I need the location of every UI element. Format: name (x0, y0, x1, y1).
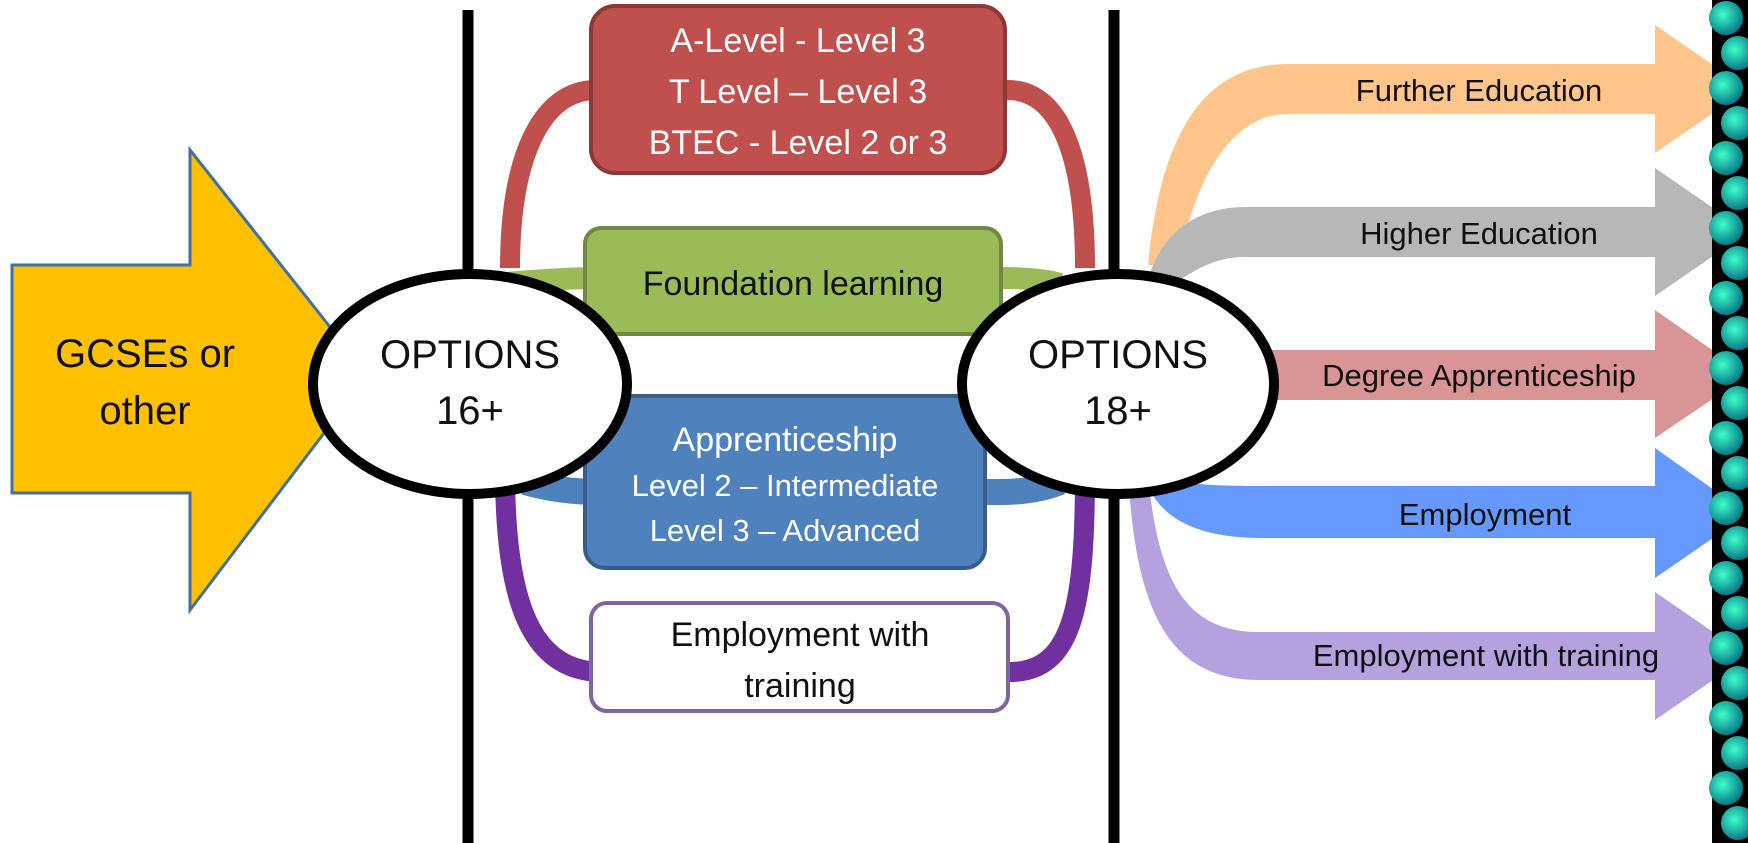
route-further-education (1148, 25, 1748, 265)
decorative-dot (1721, 106, 1748, 140)
box-academic-line-1: A-Level - Level 3 (670, 22, 925, 60)
decorative-dot (1709, 1, 1743, 35)
decorative-dot (1709, 561, 1743, 595)
decorative-dot (1709, 631, 1743, 665)
start-arrow-shape (10, 145, 370, 615)
options-18-line-2: 18+ (1084, 389, 1152, 433)
decorative-dot (1721, 176, 1748, 210)
route-label-employment-with-training: Employment with training (1313, 638, 1659, 673)
box-apprenticeship-line-2: Level 2 – Intermediate (632, 468, 939, 503)
decorative-dot (1721, 806, 1748, 840)
options-16-line-1: OPTIONS (380, 333, 560, 377)
decorative-dot (1721, 666, 1748, 700)
options-16-node: OPTIONS 16+ (308, 269, 632, 499)
box-academic-line-2: T Level – Level 3 (669, 73, 927, 111)
decorative-dot (1709, 421, 1743, 455)
route-label-further-education: Further Education (1356, 73, 1602, 108)
options-18-ellipse (957, 269, 1279, 499)
decorative-dot (1709, 71, 1743, 105)
box-employment-training: Employment with training (589, 601, 1010, 713)
route-label-employment: Employment (1399, 497, 1572, 532)
decorative-dot (1709, 771, 1743, 805)
decorative-dot-strip (1709, 0, 1748, 843)
decorative-dot (1709, 141, 1743, 175)
start-arrow: GCSEs or other (10, 145, 370, 615)
box-apprenticeship-shape (583, 394, 987, 570)
start-arrow-line-2: other (99, 389, 190, 433)
route-degree-apprenticeship (1255, 310, 1748, 438)
box-apprenticeship: Apprenticeship Level 2 – Intermediate Le… (583, 394, 987, 570)
decorative-dot (1721, 36, 1748, 70)
options-16-ellipse (308, 269, 632, 499)
route-employment-with-training (1130, 475, 1748, 720)
route-employment (1150, 448, 1748, 578)
box-academic-line-3: BTEC - Level 2 or 3 (649, 124, 948, 162)
decorative-dot (1721, 596, 1748, 630)
box-academic-shape (589, 4, 1007, 175)
box-foundation-line-1: Foundation learning (643, 265, 944, 303)
decorative-dot (1709, 211, 1743, 245)
route-label-higher-education: Higher Education (1360, 216, 1598, 251)
start-arrow-line-1: GCSEs or (55, 332, 235, 376)
box-employment-training-shape (589, 601, 1010, 713)
decorative-dot (1709, 701, 1743, 735)
decorative-dot (1709, 491, 1743, 525)
route-label-degree-apprenticeship: Degree Apprenticeship (1322, 358, 1636, 393)
decorative-dot (1721, 316, 1748, 350)
decorative-dot (1721, 386, 1748, 420)
box-employment-training-line-2: training (744, 667, 856, 705)
box-employment-training-line-1: Employment with (671, 616, 930, 654)
dot-pattern (1709, 1, 1748, 840)
options-18-line-1: OPTIONS (1028, 333, 1208, 377)
box-foundation-shape (583, 226, 1003, 336)
box-apprenticeship-line-1: Apprenticeship (673, 421, 898, 459)
options-18-node: OPTIONS 18+ (957, 269, 1279, 499)
route-higher-education (1148, 168, 1748, 296)
decorative-dot (1721, 736, 1748, 770)
decorative-dot (1721, 456, 1748, 490)
box-apprenticeship-line-3: Level 3 – Advanced (650, 513, 921, 548)
options-16-line-2: 16+ (436, 389, 504, 433)
box-academic: A-Level - Level 3 T Level – Level 3 BTEC… (589, 4, 1007, 175)
box-foundation: Foundation learning (583, 226, 1003, 336)
decorative-dot (1721, 246, 1748, 280)
outcome-routes: Further Education Higher Education Degre… (1130, 25, 1748, 720)
decorative-dot (1709, 351, 1743, 385)
decorative-dot (1709, 281, 1743, 315)
decorative-dot (1721, 526, 1748, 560)
